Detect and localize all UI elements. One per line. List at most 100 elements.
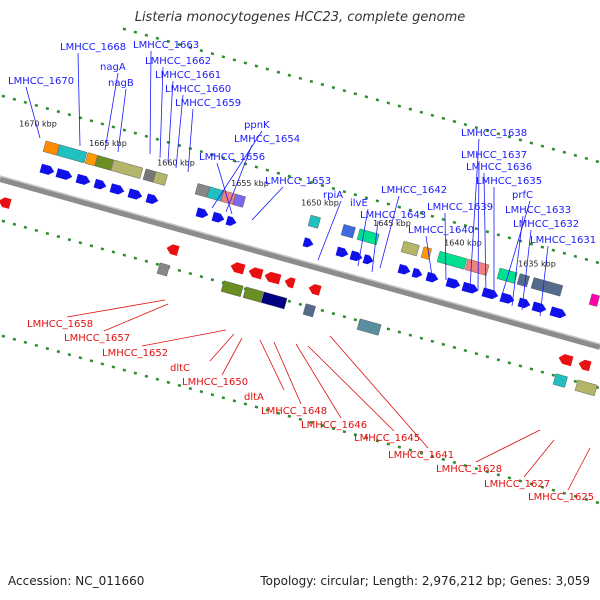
reverse-gene-label: LMHCC_1645	[354, 433, 420, 444]
forward-label-leader	[511, 215, 524, 307]
tick-row-inner-forward	[507, 236, 512, 240]
tick-row-outer-reverse	[100, 362, 105, 366]
tick-row-inner-forward	[551, 248, 556, 252]
tick-row-outer-forward	[573, 153, 578, 157]
kbp-tick-label: 1650 kbp	[301, 199, 339, 208]
forward-label-leader	[25, 86, 41, 139]
reverse-gene-label: LMHCC_1628	[436, 464, 502, 475]
tick-row-inner-forward	[540, 245, 545, 249]
reverse-feature-block	[242, 286, 264, 303]
tick-row-outer-forward	[287, 73, 292, 77]
forward-gene-label: LMHCC_1631	[530, 235, 596, 246]
tick-row-inner-forward	[320, 183, 325, 188]
forward-label-leader	[225, 144, 253, 213]
tick-row-outer-forward	[254, 64, 259, 68]
forward-feature-block	[94, 155, 114, 171]
tick-row-inner-forward	[12, 97, 17, 101]
tick-row-inner-forward	[496, 233, 501, 237]
tick-row-outer-forward	[243, 61, 248, 65]
forward-gene-arrow	[531, 301, 547, 313]
tick-row-outer-reverse	[507, 476, 512, 480]
reverse-label-leader	[259, 339, 285, 391]
forward-label-leader	[251, 186, 284, 221]
reverse-label-leader	[295, 343, 342, 419]
forward-gene-label: LMHCC_1663	[133, 40, 199, 51]
reverse-feature-block	[220, 280, 244, 297]
forward-feature-block	[496, 267, 518, 284]
tick-row-outer-reverse	[210, 393, 215, 397]
tick-row-inner-forward	[100, 122, 105, 126]
tick-row-outer-reverse	[23, 340, 28, 344]
forward-label-leader	[149, 50, 152, 155]
reverse-label-leader	[273, 341, 302, 405]
forward-gene-label: ilvE	[350, 198, 368, 209]
tick-row-inner-reverse	[419, 336, 424, 340]
tick-row-outer-reverse	[166, 380, 171, 385]
tick-row-inner-reverse	[573, 379, 578, 383]
tick-row-outer-reverse	[122, 368, 127, 372]
forward-label-leader	[216, 162, 233, 215]
tick-row-outer-forward	[430, 113, 435, 117]
tick-row-outer-forward	[562, 150, 567, 154]
reverse-feature-block	[356, 318, 382, 336]
tick-row-outer-forward	[584, 156, 589, 161]
tick-row-inner-forward	[353, 193, 358, 197]
forward-gene-arrow	[349, 250, 363, 262]
tick-row-outer-forward	[122, 27, 127, 31]
tick-row-outer-forward	[331, 85, 336, 90]
tick-row-outer-forward	[540, 144, 545, 148]
tick-row-inner-forward	[408, 208, 413, 212]
forward-label-leader	[167, 80, 174, 163]
tick-row-inner-reverse	[408, 333, 413, 337]
reverse-feature-block	[260, 291, 288, 310]
tick-row-outer-forward	[188, 45, 193, 50]
tick-row-inner-reverse	[452, 345, 457, 350]
tick-row-inner-forward	[529, 242, 534, 246]
tick-row-outer-reverse	[408, 448, 413, 452]
forward-gene-arrow	[481, 287, 499, 300]
forward-gene-label: LMHCC_1668	[60, 42, 126, 53]
tick-row-inner-forward	[188, 146, 193, 151]
tick-row-outer-reverse	[375, 439, 380, 443]
reverse-gene-arrow	[308, 284, 322, 296]
forward-label-leader	[539, 245, 549, 317]
tick-row-outer-reverse	[254, 405, 259, 409]
reverse-gene-arrow	[0, 197, 12, 209]
tick-row-inner-reverse	[331, 311, 336, 316]
forward-label-leader	[371, 220, 379, 273]
reverse-gene-arrow	[230, 262, 246, 275]
tick-row-outer-reverse	[474, 467, 479, 471]
reverse-gene-label: LMHCC_1658	[27, 319, 93, 330]
forward-gene-label: LMHCC_1637	[461, 150, 527, 161]
forward-label-leader	[477, 160, 480, 291]
tick-row-outer-reverse	[144, 374, 149, 378]
tick-row-outer-reverse	[551, 488, 556, 492]
tick-row-inner-reverse	[298, 302, 303, 306]
tick-row-inner-forward	[562, 251, 567, 255]
tick-row-inner-forward	[23, 100, 28, 104]
tick-row-inner-reverse	[551, 373, 556, 377]
tick-row-outer-forward	[144, 33, 149, 37]
kbp-tick-label: 1665 kbp	[89, 139, 127, 148]
forward-feature-block	[232, 193, 246, 208]
tick-row-inner-reverse	[100, 247, 105, 251]
tick-row-outer-forward	[133, 30, 138, 34]
tick-row-inner-reverse	[188, 271, 193, 276]
tick-row-inner-forward	[122, 128, 127, 132]
reverse-gene-label: LMHCC_1652	[102, 348, 168, 359]
tick-row-inner-forward	[276, 171, 281, 175]
forward-feature-block	[206, 186, 224, 202]
tick-row-inner-reverse	[518, 364, 523, 368]
tick-row-inner-reverse	[441, 342, 446, 347]
tick-row-outer-reverse	[573, 494, 578, 498]
forward-feature-block	[42, 140, 60, 156]
tick-row-inner-forward	[67, 113, 72, 117]
tick-row-outer-reverse	[518, 479, 523, 483]
reverse-label-leader	[141, 329, 227, 347]
tick-row-inner-forward	[474, 227, 479, 231]
forward-gene-arrow	[75, 173, 91, 185]
genome-backbone-highlight	[0, 175, 600, 345]
tick-row-inner-reverse	[177, 268, 182, 273]
forward-gene-label: LMHCC_1659	[175, 98, 241, 109]
forward-feature-block	[142, 168, 156, 183]
